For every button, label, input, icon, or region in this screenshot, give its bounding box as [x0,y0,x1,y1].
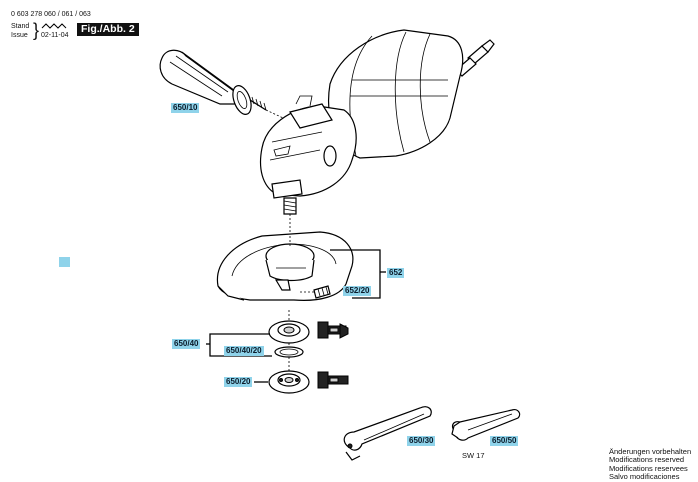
stand-label: Stand [11,23,30,30]
auxiliary-handle-drawing [159,49,297,125]
figure-label: Fig./Abb. 2 [77,23,139,36]
brace-icon: } [33,20,40,40]
callout-650-50: 650/50 [490,436,519,446]
guard-bracket [330,249,381,299]
highlight-marker [59,257,70,267]
note-es: Salvo modificaciones [609,472,680,482]
wheel-guard-drawing [216,231,354,301]
callout-650-40: 650/40 [172,339,201,349]
pin-spanner-drawing [343,406,432,461]
modification-notes: Änderungen vorbehalten Modifications res… [609,447,692,482]
callout-652: 652 [387,268,405,278]
open-spanner-drawing [451,409,521,441]
note-fr: Modifications reservees [609,463,688,473]
flange-bracket [209,333,270,344]
callout-650-40-20: 650/40/20 [224,346,264,356]
callout-650-10: 650/10 [171,103,200,113]
callout-650-30: 650/30 [407,436,436,446]
issue-label: Issue [11,32,28,39]
nut-profile-icon [317,371,349,389]
flange-profile-icon [317,321,349,339]
stamp-icon [41,22,67,30]
inner-flange-drawing [268,310,310,372]
angle-grinder-drawing [259,29,495,236]
callout-652-20: 652/20 [343,286,372,296]
wrench-size-label: SW 17 [462,451,485,460]
callout-650-20: 650/20 [224,377,253,387]
guard-screw-drawing [300,285,331,299]
note-de: Änderungen vorbehalten [609,447,692,456]
part-number: 0 603 278 060 / 061 / 063 [11,11,91,18]
note-en: Modifications reserved [609,455,685,465]
clamping-nut-drawing [254,370,310,394]
issue-date: 02-11-04 [41,32,69,39]
